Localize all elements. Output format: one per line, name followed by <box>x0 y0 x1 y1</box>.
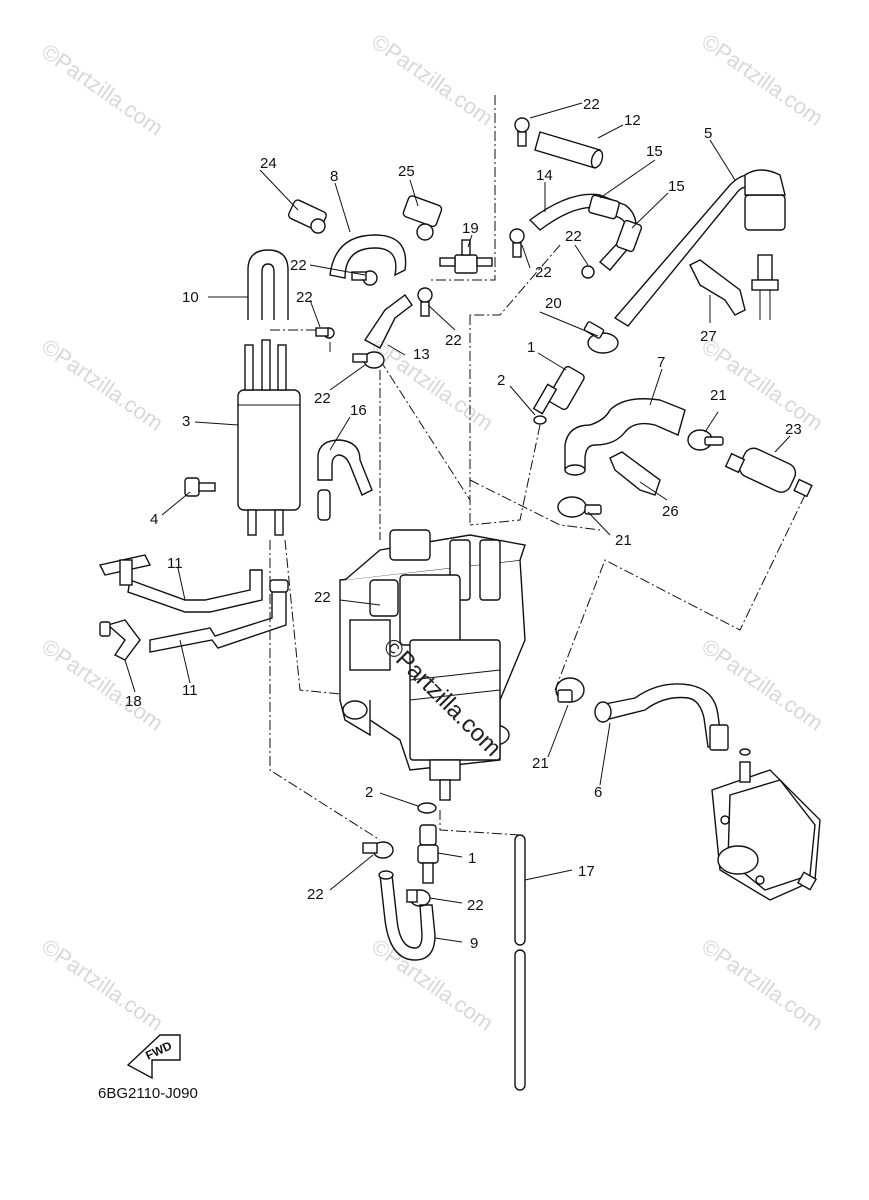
part-12-tube <box>534 131 604 169</box>
part-22-fittings <box>315 117 595 907</box>
callout-17: 17 <box>578 863 595 880</box>
callout-14: 14 <box>536 167 553 184</box>
callout-7: 7 <box>657 354 665 371</box>
callout-18: 18 <box>125 693 142 710</box>
callout-6: 6 <box>594 784 602 801</box>
callout-labels: 1 1 2 2 3 4 5 6 7 8 9 10 11 11 12 13 14 … <box>125 96 802 952</box>
callout-16: 16 <box>350 402 367 419</box>
watermark-tile: ©Partzilla.com <box>37 634 168 736</box>
part-14-hose <box>528 193 637 271</box>
watermark-tile: ©Partzilla.com <box>697 934 828 1036</box>
part-21-clamp-a <box>687 429 724 451</box>
diagram-code: 6BG2110-J090 <box>98 1085 198 1102</box>
callout-22: 22 <box>535 264 552 281</box>
part-26-clip <box>609 451 661 496</box>
callout-15: 15 <box>646 143 663 160</box>
part-21-clamp-b <box>557 496 602 518</box>
callout-25: 25 <box>398 163 415 180</box>
part-3-filter <box>237 339 301 536</box>
watermark-tile: ©Partzilla.com <box>697 29 828 131</box>
callout-2: 2 <box>497 372 505 389</box>
callout-21: 21 <box>615 532 632 549</box>
vapor-separator-assembly <box>339 529 526 801</box>
watermark-tile: ©Partzilla.com <box>697 334 828 436</box>
callout-20: 20 <box>545 295 562 312</box>
callout-22: 22 <box>314 390 331 407</box>
part-1-fitting-lower <box>417 824 439 884</box>
watermark-tile: ©Partzilla.com <box>37 39 168 141</box>
callout-8: 8 <box>330 168 338 185</box>
part-16-hose <box>317 439 373 496</box>
part-7-hose <box>564 398 686 471</box>
fwd-arrow: FWD <box>126 1034 181 1080</box>
callout-21: 21 <box>532 755 549 772</box>
callout-2: 2 <box>365 784 373 801</box>
watermark-tile: ©Partzilla.com <box>367 334 498 436</box>
part-23-filter <box>724 447 813 498</box>
callout-22: 22 <box>583 96 600 113</box>
callout-5: 5 <box>704 125 712 142</box>
watermark-tile: ©Partzilla.com <box>367 29 498 131</box>
part-10-hose <box>247 249 289 320</box>
leader-lines <box>124 102 791 943</box>
part-21-clamp-c <box>555 677 585 703</box>
watermark-tiles: ©Partzilla.com ©Partzilla.com ©Partzilla… <box>37 29 828 1036</box>
part-2-oring-upper <box>533 415 547 425</box>
callout-15: 15 <box>668 178 685 195</box>
part-20-clamp <box>583 321 619 354</box>
callout-27: 27 <box>700 328 717 345</box>
part-24-clip <box>287 199 327 234</box>
part-4-screw <box>184 477 216 497</box>
callout-24: 24 <box>260 155 277 172</box>
part-5-connector <box>744 169 786 320</box>
callout-22: 22 <box>314 589 331 606</box>
part-2-oring-lower <box>417 802 437 814</box>
part-25-clip <box>402 195 443 241</box>
callout-12: 12 <box>624 112 641 129</box>
watermark-tile: ©Partzilla.com <box>37 934 168 1036</box>
part-18-elbow <box>99 619 141 661</box>
callout-22: 22 <box>445 332 462 349</box>
part-19-tee <box>439 239 493 274</box>
callout-22: 22 <box>296 289 313 306</box>
callout-11: 11 <box>167 555 183 572</box>
watermark-tile: ©Partzilla.com <box>37 334 168 436</box>
callout-11: 11 <box>182 682 198 699</box>
callout-9: 9 <box>470 935 478 952</box>
callout-19: 19 <box>462 220 479 237</box>
callout-1: 1 <box>527 339 535 356</box>
part-13-hose <box>363 294 413 349</box>
callout-1: 1 <box>468 850 476 867</box>
callout-13: 13 <box>413 346 430 363</box>
part-6-hose <box>594 683 729 751</box>
fuel-pump <box>711 748 821 901</box>
callout-10: 10 <box>182 289 199 306</box>
part-9-hose <box>379 874 436 961</box>
callout-21: 21 <box>710 387 727 404</box>
part-17-tube <box>514 834 526 1091</box>
watermark-tile: ©Partzilla.com <box>697 634 828 736</box>
callout-22: 22 <box>565 228 582 245</box>
callout-23: 23 <box>785 421 802 438</box>
part-1-fitting-upper <box>532 365 585 415</box>
part-8-hose <box>329 234 407 279</box>
callout-26: 26 <box>662 503 679 520</box>
callout-22: 22 <box>307 886 324 903</box>
part-11-hoses <box>98 554 289 653</box>
part-27-clip <box>689 259 746 316</box>
callout-3: 3 <box>182 413 190 430</box>
callout-4: 4 <box>150 511 158 528</box>
callout-22: 22 <box>290 257 307 274</box>
callout-22: 22 <box>467 897 484 914</box>
